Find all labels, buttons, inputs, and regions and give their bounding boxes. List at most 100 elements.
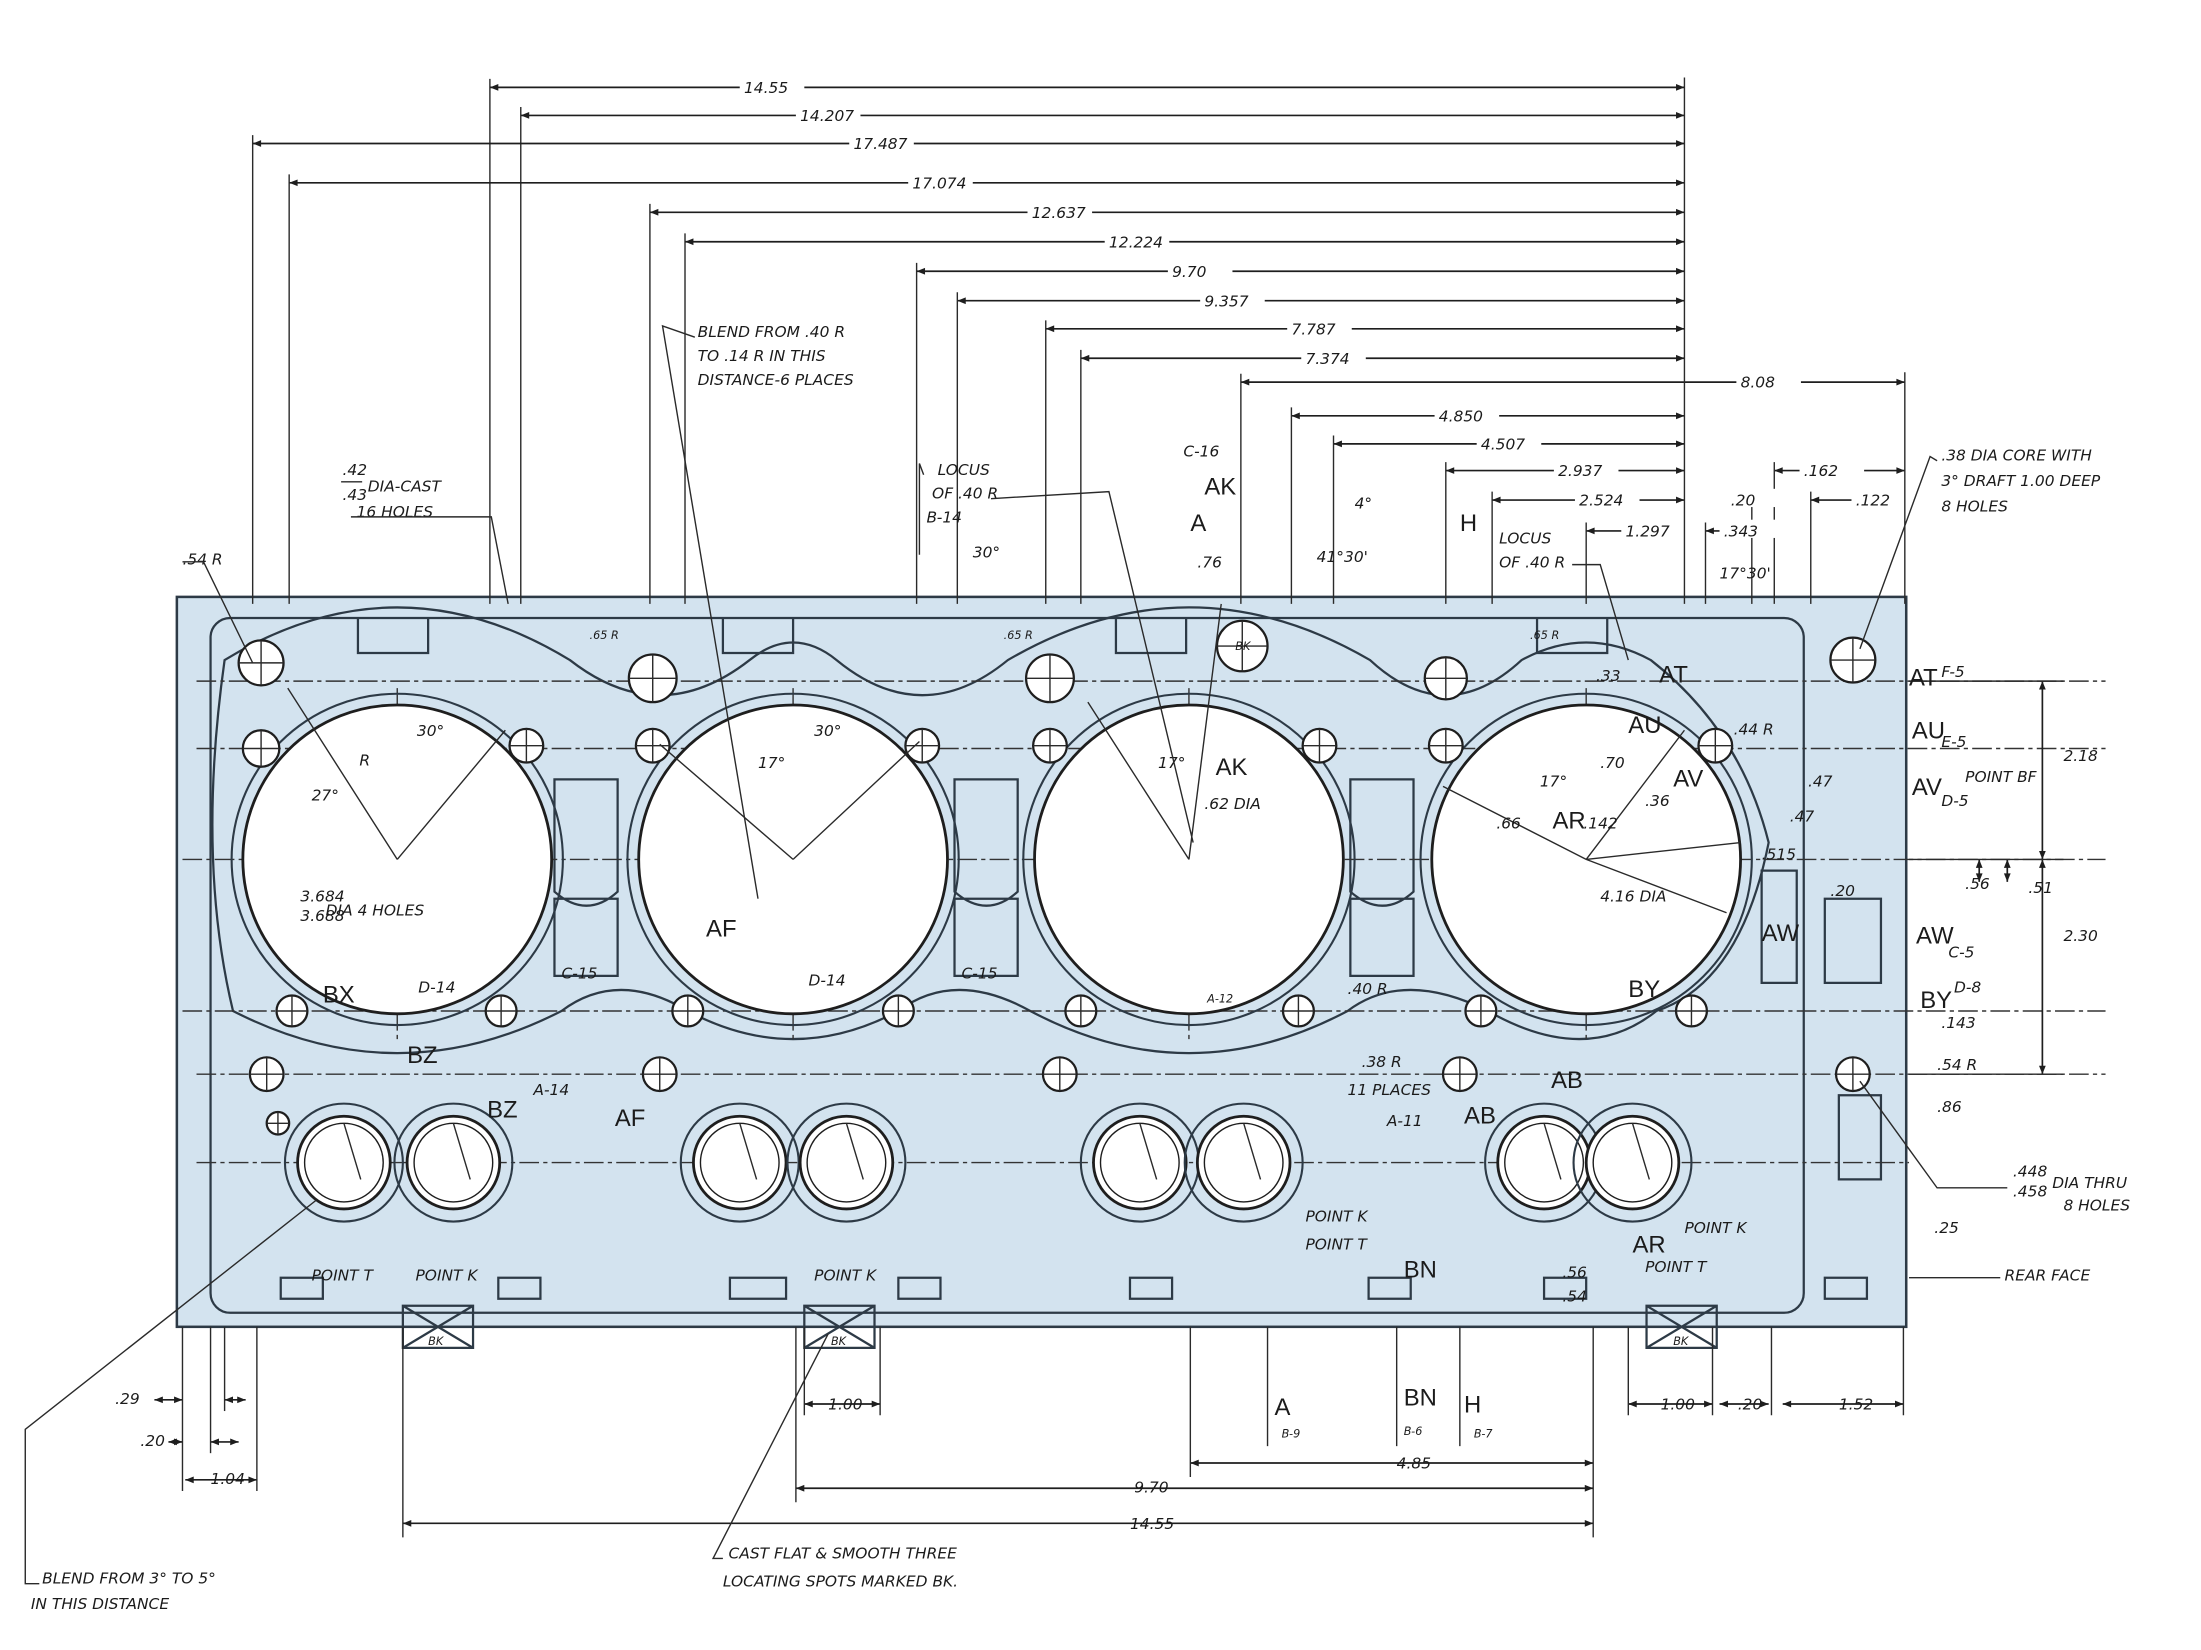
hole-crosshair (266, 1112, 290, 1135)
top-dimension-label: 17.074 (912, 174, 966, 192)
callout-label: D-8 (1954, 979, 1981, 997)
bore-boss (626, 692, 960, 1027)
valve-port (1092, 1114, 1188, 1211)
note-locus-right-1: LOCUS (1499, 530, 1551, 548)
port-boss (393, 1102, 514, 1223)
callout-label: 27° (312, 786, 339, 804)
top-dimension-label: 2.524 (1579, 492, 1623, 510)
top-dimension-label: .343 (1724, 523, 1758, 541)
valve-port (1584, 1114, 1681, 1211)
webs (553, 778, 1883, 1181)
top-dimension-label: 12.224 (1109, 233, 1163, 251)
label-mask (1434, 404, 1500, 423)
bk-pads (401, 1304, 1718, 1350)
note-dia-thru-count: 8 HOLES (2063, 1196, 2130, 1214)
hole-crosshair (1443, 1057, 1477, 1092)
top-dimension-label: 8.08 (1741, 374, 1776, 392)
note-blend-bottom-1: BLEND FROM 3° TO 5° (42, 1570, 216, 1588)
features (230, 603, 1877, 1223)
callout-label: POINT T (312, 1267, 375, 1285)
label-mask (1476, 432, 1542, 451)
callout-label: 9.70 (1134, 1478, 1169, 1496)
top-dimension-label: 9.357 (1204, 292, 1248, 310)
top-dimension-label: 9.70 (1172, 263, 1207, 281)
note-dia-thru-num: .448 (2013, 1163, 2048, 1181)
callout-label: A (1190, 510, 1206, 537)
hole-crosshair (485, 995, 517, 1027)
callout-label: .54 R (182, 551, 222, 569)
callout-label: AU (1628, 712, 1661, 739)
callout-label: AB (1551, 1067, 1583, 1094)
label-mask (1574, 488, 1640, 508)
callout-label: AR (1633, 1231, 1666, 1258)
callout-label: AW (1762, 920, 1800, 947)
port-radius-line (343, 1123, 362, 1180)
label-mask (1736, 370, 1801, 390)
radius-leaders (287, 603, 1741, 914)
callout-label: .20 (140, 1432, 165, 1450)
callout-label: C-16 (1183, 443, 1219, 461)
dimension-lines: 14.5514.20717.48717.07412.63712.2249.709… (154, 76, 2064, 1538)
callout-label: 2.18 (2063, 747, 2098, 765)
callout-label: .20 (1738, 1396, 1763, 1414)
callout-label: .29 (115, 1390, 140, 1408)
top-dimension-label: 4.850 (1439, 407, 1483, 425)
callout-label: .38 R (1362, 1053, 1402, 1071)
port-radius-line (1139, 1123, 1158, 1180)
label-mask (1553, 459, 1619, 478)
callout-label: .65 R (590, 629, 619, 642)
top-dimension-label: 4.507 (1481, 436, 1525, 454)
note-blend-top-1: BLEND FROM .40 R (698, 323, 845, 341)
note-locus-left-1: LOCUS (938, 461, 990, 479)
note-dia-thru-den: .458 (2013, 1182, 2048, 1200)
callout-label: BY (1920, 987, 1952, 1014)
callout-label: D-14 (418, 979, 455, 997)
port-boss (1572, 1102, 1693, 1223)
callout-label: D-14 (809, 972, 846, 990)
callout-label: AV (1912, 774, 1942, 801)
hole-crosshair (1042, 1057, 1077, 1092)
callout-label: REAR FACE (2004, 1267, 2090, 1285)
hole-crosshair (276, 995, 308, 1027)
hole-crosshair (628, 654, 677, 703)
callout-label: .65 R (1530, 629, 1559, 642)
hole-crosshair (1033, 728, 1067, 763)
callout-label: .76 (1197, 553, 1222, 571)
callout-label: .70 (1600, 754, 1625, 772)
port-radius-line (1631, 1123, 1651, 1180)
callout-label: 1.52 (1839, 1396, 1873, 1414)
valve-port (692, 1114, 788, 1211)
port-boss (786, 1102, 907, 1223)
bore-boss (1022, 692, 1356, 1027)
callout-label: BK (428, 1335, 445, 1348)
hole-crosshair (1676, 995, 1707, 1027)
callout-label: .20 (1830, 882, 1855, 900)
hole-crosshair (1065, 995, 1097, 1027)
label-mask (1287, 317, 1352, 336)
valve-port (798, 1114, 895, 1211)
callout-label: 14.55 (1130, 1515, 1174, 1533)
callout-label: 41°30' (1317, 548, 1368, 566)
callout-label: .44 R (1734, 720, 1774, 738)
note-blend-bottom-2: IN THIS DISTANCE (31, 1595, 169, 1613)
callout-label: BK (1235, 640, 1252, 653)
label-mask (795, 104, 861, 123)
label-mask (1104, 230, 1170, 249)
callout-label: AW (1916, 923, 1954, 950)
callout-label: BX (323, 982, 355, 1009)
callout-label: .515 (1762, 845, 1796, 863)
port-radius-line (739, 1123, 758, 1180)
callout-label: .56 (1562, 1264, 1587, 1282)
top-dimension-label: 12.637 (1032, 204, 1086, 222)
top-dimension-label: 17.487 (853, 135, 907, 153)
port-boss (1183, 1102, 1304, 1223)
note-blend-top-3: DISTANCE-6 PLACES (698, 371, 854, 389)
callout-label: A-14 (532, 1081, 569, 1099)
callout-label: 4.16 DIA (1600, 888, 1666, 906)
port-boss (283, 1102, 404, 1223)
leader-lines (24, 324, 2008, 1585)
callout-label: 11 PLACES (1348, 1081, 1432, 1099)
callout-label: H (1460, 510, 1477, 537)
hole-crosshair (905, 728, 940, 763)
